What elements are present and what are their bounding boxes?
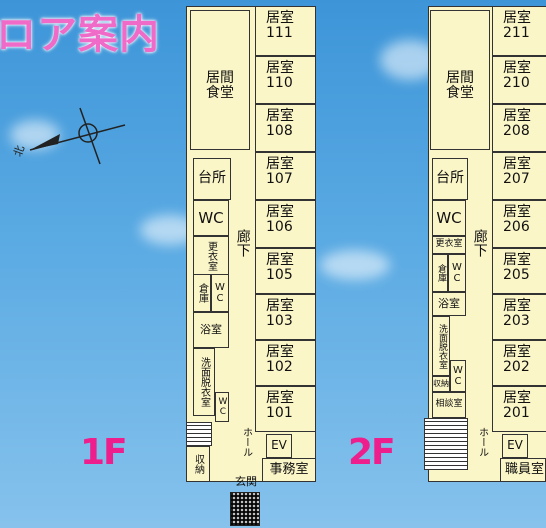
bathroom-2f: 浴室	[432, 292, 466, 316]
compass-icon: 北	[11, 107, 126, 165]
stairs-1f	[186, 422, 212, 446]
hall-label-2f: ホール	[476, 427, 488, 457]
small-wc-2f: WC	[448, 254, 466, 292]
corridor-label-1f: 廊下	[234, 229, 251, 257]
washroom-2f: 洗面脱衣室	[432, 316, 450, 376]
living-dining-2f: 居間 食堂	[430, 10, 490, 150]
stairs-2f	[424, 418, 468, 470]
staff-room-2f: 職員室	[500, 458, 546, 482]
closet-1f: 収納	[186, 446, 210, 482]
entrance-steps-1f	[230, 492, 260, 526]
washroom-1f: 洗面脱衣室	[193, 348, 215, 416]
page-title: ロア案内	[0, 12, 160, 58]
consult-room-2f: 相談室	[432, 392, 466, 418]
wc-2f: WC	[432, 200, 466, 236]
office-1f: 事務室	[262, 458, 316, 482]
storage-2f: 倉庫	[432, 254, 448, 292]
entrance-label-1f: 玄関	[235, 474, 257, 488]
hall-label-1f: ホール	[240, 427, 252, 457]
kitchen-1f: 台所	[193, 158, 231, 200]
changing-room-1f: 更衣室	[193, 236, 229, 274]
compass-north-label: 北	[11, 144, 27, 159]
wc-1f: WC	[193, 200, 229, 236]
bathroom-1f: 浴室	[193, 312, 229, 348]
small-wc-1f: WC	[211, 274, 229, 312]
living-dining-1f: 居間 食堂	[190, 10, 250, 150]
kitchen-2f: 台所	[432, 158, 468, 200]
elevator-2f: EV	[502, 434, 528, 458]
floor-label-1f: 1F	[80, 432, 128, 473]
storage-1f: 倉庫	[193, 274, 211, 312]
corridor-label-2f: 廊下	[471, 229, 488, 257]
small-wc2-1f: WC	[215, 392, 229, 422]
elevator-1f: EV	[266, 434, 292, 458]
cloud	[320, 250, 390, 280]
floor-label-2f: 2F	[348, 432, 396, 473]
changing-room-2f: 更衣室	[432, 236, 466, 254]
storage2-2f: 収納	[432, 376, 450, 392]
small-wc2-2f: WC	[450, 360, 466, 392]
